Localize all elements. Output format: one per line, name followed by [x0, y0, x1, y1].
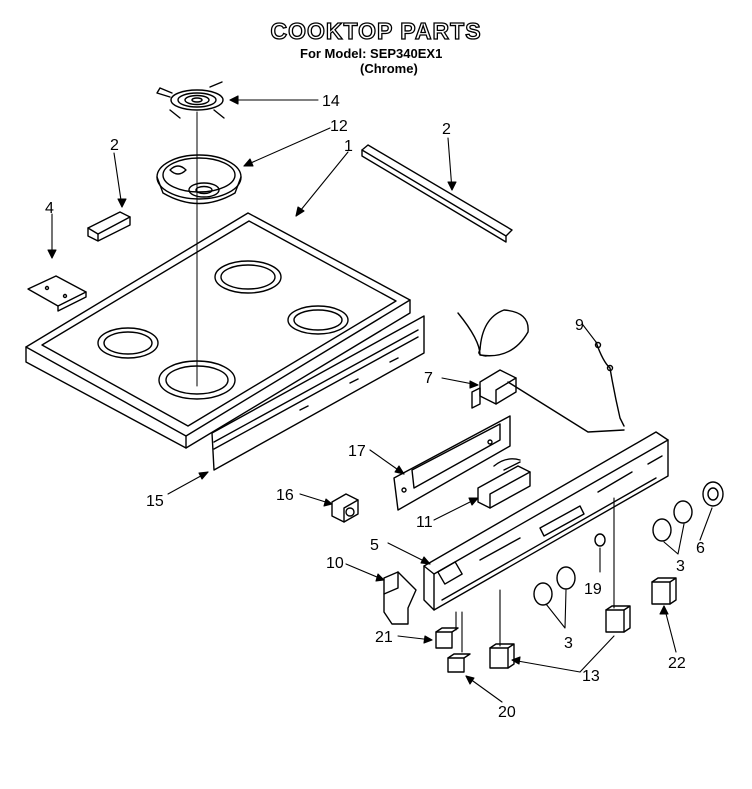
infinite-switch	[457, 309, 625, 433]
bracket	[27, 275, 87, 312]
trim-small	[87, 211, 131, 242]
cooktop-frame	[25, 212, 411, 449]
callout-5: 5	[370, 537, 379, 554]
callout-3-upper: 3	[676, 558, 685, 575]
diagram-title: COOKTOP PARTS	[270, 17, 482, 44]
callout-7: 7	[424, 370, 433, 387]
callout-4: 4	[45, 200, 54, 217]
callout-1: 1	[344, 138, 353, 155]
callout-19: 19	[584, 581, 602, 598]
wire-harness	[594, 341, 625, 427]
small-knob	[594, 533, 606, 547]
callout-20: 20	[498, 704, 516, 721]
callout-21: 21	[375, 629, 393, 646]
model-line: For Model: SEP340EX1	[300, 46, 443, 61]
callout-6: 6	[696, 540, 705, 557]
callout-2-left: 2	[110, 137, 119, 154]
callout-22: 22	[668, 655, 686, 672]
callout-labels: 14 12 1 2 2 4 9 7 17 15 16 11 5 10 21 20…	[45, 93, 705, 721]
mounting-plate	[393, 415, 511, 511]
terminal-block	[477, 458, 531, 509]
callout-17: 17	[348, 443, 366, 460]
callout-12: 12	[330, 118, 348, 135]
callout-3-lower: 3	[564, 635, 573, 652]
callout-15: 15	[146, 493, 164, 510]
indicator-light	[331, 493, 359, 523]
callout-2-right: 2	[442, 121, 451, 138]
finish-line: (Chrome)	[360, 61, 418, 76]
front-panel	[211, 315, 425, 471]
control-console	[423, 431, 669, 611]
callout-10: 10	[326, 555, 344, 572]
surface-element	[156, 81, 225, 119]
rocker-switches	[435, 577, 677, 673]
callout-9: 9	[575, 317, 584, 334]
callout-14: 14	[322, 93, 340, 110]
callout-16: 16	[276, 487, 294, 504]
drip-bowl	[156, 154, 242, 205]
callout-11: 11	[416, 514, 433, 531]
leader-lines	[47, 95, 713, 703]
trim-long	[361, 144, 513, 243]
knobs	[533, 481, 724, 606]
end-cap	[383, 571, 417, 625]
callout-13: 13	[582, 668, 600, 685]
